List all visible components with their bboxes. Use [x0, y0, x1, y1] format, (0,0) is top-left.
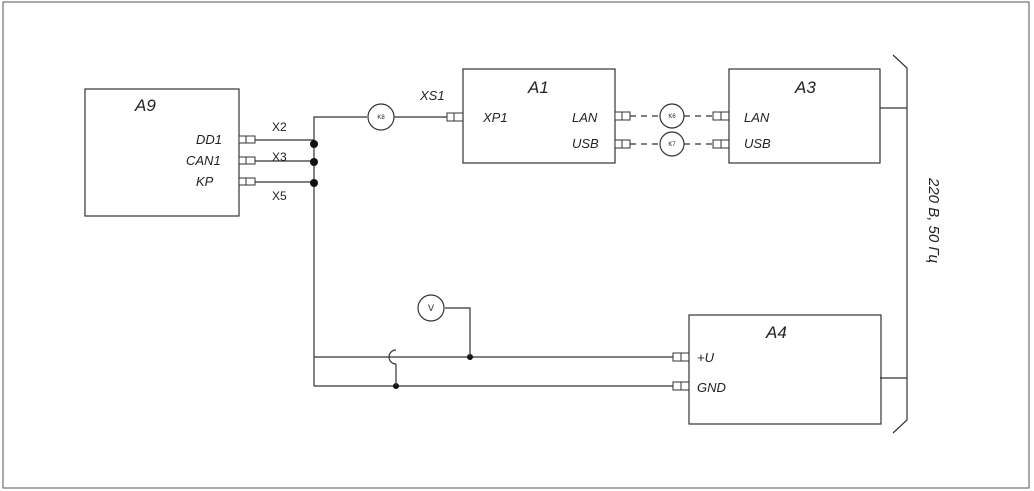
block-a4: A4 +U GND — [688, 314, 882, 425]
a3-port-usb: USB — [744, 136, 771, 151]
block-a3-title: A3 — [794, 78, 816, 97]
cable-k8: K8 — [367, 103, 395, 131]
junction-x5 — [310, 179, 318, 187]
label-x3: X3 — [272, 150, 287, 164]
voltmeter: V — [417, 294, 445, 322]
block-a9: A9 DD1 CAN1 KP — [84, 88, 240, 217]
a1-port-lan: LAN — [572, 110, 598, 125]
power-bracket — [880, 54, 908, 434]
label-x2: X2 — [272, 120, 287, 134]
wire-voltmeter-right — [445, 307, 471, 357]
cable-k6: K6 — [659, 103, 685, 129]
power-label: 220 В, 50 Гц — [925, 177, 942, 264]
block-a9-title: A9 — [134, 96, 156, 115]
block-a1-title: A1 — [527, 78, 549, 97]
junction-x3 — [310, 158, 318, 166]
label-xs1: XS1 — [419, 88, 445, 103]
wire-crossover — [388, 349, 397, 365]
block-a1: A1 XP1 LAN USB — [462, 68, 616, 164]
label-x5: X5 — [272, 189, 287, 203]
junction-x2 — [310, 140, 318, 148]
a9-port-can1: CAN1 — [186, 153, 221, 168]
a4-port-plus-u: +U — [697, 350, 715, 365]
cable-k8-label: K8 — [377, 115, 385, 121]
a9-connectors — [238, 135, 256, 186]
cable-k6-label: K6 — [668, 114, 676, 120]
wire-bus-k8 — [313, 116, 367, 140]
a1-port-xp1: XP1 — [482, 110, 508, 125]
a3-port-lan: LAN — [744, 110, 770, 125]
block-a4-title: A4 — [765, 323, 787, 342]
voltmeter-label: V — [428, 303, 434, 313]
a9-port-dd1: DD1 — [196, 132, 222, 147]
a9-port-kp: KP — [196, 174, 214, 189]
cable-k7-label: K7 — [668, 142, 676, 148]
cable-k7: K7 — [659, 131, 685, 157]
a4-port-gnd: GND — [697, 380, 726, 395]
block-a3: A3 LAN USB — [728, 68, 881, 164]
a1-port-usb: USB — [572, 136, 599, 151]
